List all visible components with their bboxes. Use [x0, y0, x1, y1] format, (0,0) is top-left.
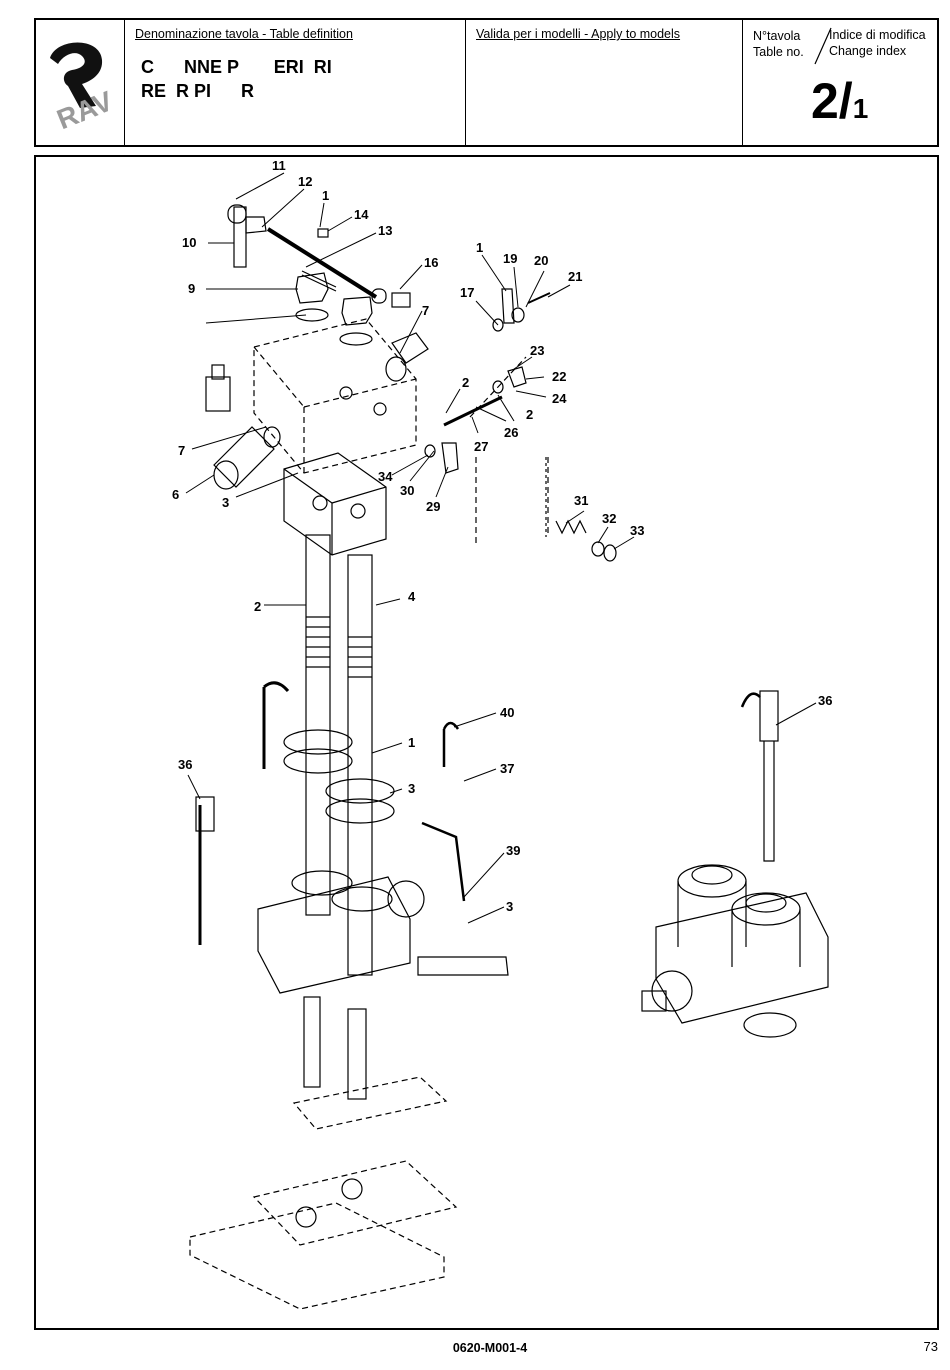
assembled-body: [655, 892, 829, 1024]
table-title-line1: C NNE P ERI RI: [141, 57, 332, 77]
callout-34: 34: [378, 469, 393, 484]
index-cell: N°tavola Table no. Indice di modifica Ch…: [742, 20, 937, 145]
callout-11: 11: [272, 158, 286, 173]
logo-text: RAV: [52, 85, 117, 135]
column-right: [347, 554, 373, 976]
definition-cell: Denominazione tavola - Table definition …: [124, 20, 466, 145]
callout-1c: 1: [408, 735, 415, 750]
table-no-label-en: Table no.: [753, 45, 804, 59]
callout-23: 23: [530, 343, 544, 358]
callout-1b: 1: [476, 240, 483, 255]
callout-2b: 2: [526, 407, 533, 422]
callout-1: 1: [322, 188, 329, 203]
callout-10: 10: [182, 235, 196, 250]
callout-36-right: 36: [818, 693, 832, 708]
column-left: [305, 534, 331, 916]
callout-6: 6: [172, 487, 179, 502]
table-number-value: 2/: [811, 73, 853, 129]
callout-22: 22: [552, 369, 566, 384]
callout-3b: 3: [408, 781, 415, 796]
callout-37: 37: [500, 761, 514, 776]
callout-24: 24: [552, 391, 567, 406]
drawing-code: 0620-M001-4: [452, 1341, 528, 1355]
callout-4: 4: [408, 589, 416, 604]
divider-slash: [814, 27, 832, 65]
models-label: Valida per i modelli - Apply to models: [476, 27, 681, 41]
table-number: 2/1: [811, 72, 868, 130]
exploded-view-drawing: 11 12 1 14 13 10 16 9 1 19 20 21 17 7 23…: [34, 155, 939, 1330]
leader-lines: [185, 172, 817, 924]
callout-33: 33: [630, 523, 644, 538]
callout-9: 9: [188, 281, 195, 296]
logo-cell: RAV: [36, 20, 124, 145]
callout-7: 7: [422, 303, 429, 318]
lever-part: [233, 206, 247, 268]
table-title-line2: RE R PI R: [141, 81, 255, 101]
callout-16: 16: [424, 255, 438, 270]
callout-labels: 11 12 1 14 13 10 16 9 1 19 20 21 17 7 23…: [172, 158, 832, 914]
change-index-label-en: Change index: [829, 44, 907, 58]
callout-13: 13: [378, 223, 392, 238]
callout-3: 3: [222, 495, 229, 510]
callout-2c: 2: [254, 599, 261, 614]
diagram-parts: [189, 204, 829, 1310]
nut-part: [295, 272, 329, 304]
cylinder-part: [213, 426, 275, 488]
callout-3c: 3: [506, 899, 513, 914]
callout-40: 40: [500, 705, 514, 720]
base-plate: [189, 1202, 445, 1310]
valve-body: [257, 876, 411, 994]
callout-32: 32: [602, 511, 616, 526]
callout-30: 30: [400, 483, 414, 498]
callout-36-left: 36: [178, 757, 192, 772]
callout-29: 29: [426, 499, 440, 514]
change-index-value: 1: [852, 93, 869, 124]
models-cell: Valida per i modelli - Apply to models: [465, 20, 743, 145]
title-block: RAV Denominazione tavola - Table definit…: [34, 18, 939, 147]
spring-part: [555, 519, 587, 535]
table-no-label-it: N°tavola: [753, 29, 801, 43]
change-index-label-it: Indice di modifica: [829, 28, 926, 42]
callout-21: 21: [568, 269, 582, 284]
rav-logo: RAV: [50, 42, 117, 135]
callout-2a: 2: [462, 375, 469, 390]
callout-39: 39: [506, 843, 520, 858]
callout-20: 20: [534, 253, 548, 268]
callout-19: 19: [503, 251, 517, 266]
page-number: 73: [923, 1339, 938, 1354]
callout-17: 17: [460, 285, 474, 300]
callout-14: 14: [354, 207, 369, 222]
callout-31: 31: [574, 493, 588, 508]
callout-26: 26: [504, 425, 518, 440]
definition-label: Denominazione tavola - Table definition: [135, 27, 353, 41]
pin-36-right: [759, 690, 779, 742]
exploded-diagram: 11 12 1 14 13 10 16 9 1 19 20 21 17 7 23…: [172, 158, 832, 1310]
front-block: [283, 452, 387, 556]
callout-27: 27: [474, 439, 488, 454]
callout-7b: 7: [178, 443, 185, 458]
guide-block: [253, 318, 417, 474]
callout-12: 12: [298, 174, 312, 189]
